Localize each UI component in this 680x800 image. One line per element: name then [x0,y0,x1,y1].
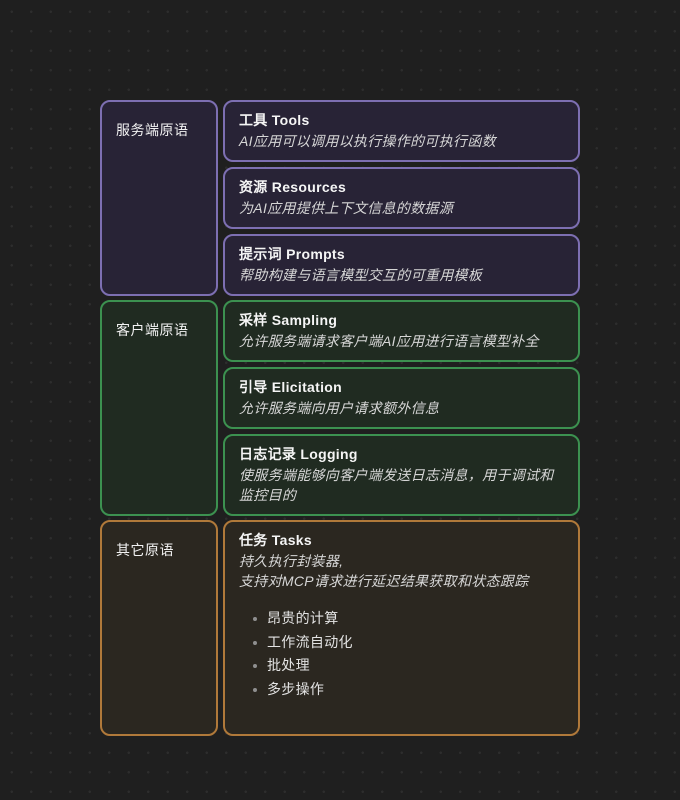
section-client: 客户端原语 采样 Sampling 允许服务端请求客户端AI应用进行语言模型补全… [100,300,580,516]
section-server: 服务端原语 工具 Tools AI应用可以调用以执行操作的可执行函数 资源 Re… [100,100,580,296]
primitive-card: 引导 Elicitation 允许服务端向用户请求额外信息 [223,367,580,429]
primitive-card: 资源 Resources 为AI应用提供上下文信息的数据源 [223,167,580,229]
card-title: 采样 Sampling [239,312,338,328]
section-label-box: 其它原语 [100,520,218,736]
description-line: AI应用可以调用以执行操作的可执行函数 [239,133,496,149]
section-cards: 工具 Tools AI应用可以调用以执行操作的可执行函数 资源 Resource… [223,100,580,296]
card-description: 允许服务端向用户请求额外信息 [239,398,564,418]
bullet-item: 昂贵的计算 [253,607,564,631]
primitive-card: 任务 Tasks 持久执行封装器, 支持对MCP请求进行延迟结果获取和状态跟踪 昂… [223,520,580,736]
description-line: 持久执行封装器, [239,553,344,569]
section-cards: 采样 Sampling 允许服务端请求客户端AI应用进行语言模型补全 引导 El… [223,300,580,516]
section-other: 其它原语 任务 Tasks 持久执行封装器, 支持对MCP请求进行延迟结果获取和状… [100,520,580,736]
bullet-item: 工作流自动化 [253,631,564,655]
card-description: 为AI应用提供上下文信息的数据源 [239,198,564,218]
section-label-box: 服务端原语 [100,100,218,296]
bullet-item: 批处理 [253,654,564,678]
description-line: 为AI应用提供上下文信息的数据源 [239,200,454,216]
card-description: 使服务端能够向客户端发送日志消息，用于调试和监控目的 [239,465,564,505]
card-title: 引导 Elicitation [239,379,342,395]
card-title: 任务 Tasks [239,532,312,548]
card-description: AI应用可以调用以执行操作的可执行函数 [239,131,564,151]
card-title: 工具 Tools [239,112,310,128]
card-bullets: 昂贵的计算工作流自动化批处理多步操作 [239,607,564,701]
primitive-card: 工具 Tools AI应用可以调用以执行操作的可执行函数 [223,100,580,162]
description-line: 支持对MCP请求进行延迟结果获取和状态跟踪 [239,573,529,589]
section-cards: 任务 Tasks 持久执行封装器, 支持对MCP请求进行延迟结果获取和状态跟踪 昂… [223,520,580,736]
section-label: 其它原语 [116,542,174,558]
section-label-box: 客户端原语 [100,300,218,516]
primitives-diagram: 服务端原语 工具 Tools AI应用可以调用以执行操作的可执行函数 资源 Re… [100,100,580,736]
card-description: 允许服务端请求客户端AI应用进行语言模型补全 [239,331,564,351]
card-title: 提示词 Prompts [239,246,345,262]
card-title: 日志记录 Logging [239,446,358,462]
bullet-item: 多步操作 [253,678,564,702]
card-title: 资源 Resources [239,179,347,195]
description-line: 允许服务端请求客户端AI应用进行语言模型补全 [239,333,539,349]
primitive-card: 提示词 Prompts 帮助构建与语言模型交互的可重用模板 [223,234,580,296]
card-description: 帮助构建与语言模型交互的可重用模板 [239,265,564,285]
description-line: 允许服务端向用户请求额外信息 [239,400,440,416]
description-line: 使服务端能够向客户端发送日志消息，用于调试和监控目的 [239,467,554,503]
primitive-card: 采样 Sampling 允许服务端请求客户端AI应用进行语言模型补全 [223,300,580,362]
section-label: 客户端原语 [116,322,189,338]
primitive-card: 日志记录 Logging 使服务端能够向客户端发送日志消息，用于调试和监控目的 [223,434,580,516]
card-description: 持久执行封装器, 支持对MCP请求进行延迟结果获取和状态跟踪 [239,551,564,591]
description-line: 帮助构建与语言模型交互的可重用模板 [239,267,483,283]
section-label: 服务端原语 [116,122,189,138]
